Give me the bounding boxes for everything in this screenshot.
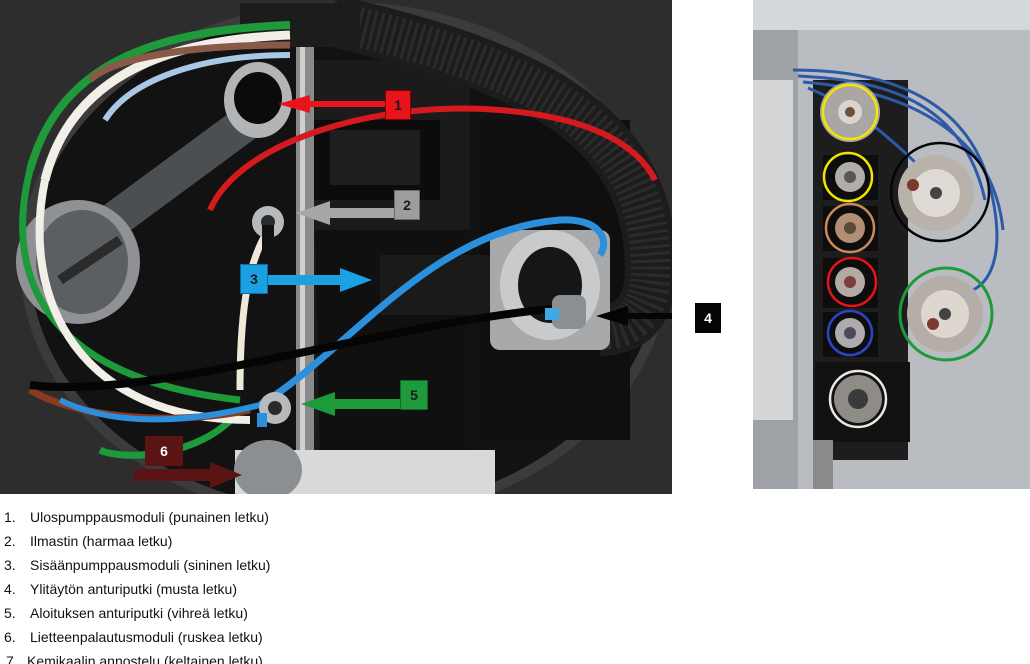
callout-4: 4: [695, 303, 721, 333]
valve-block-illustration: [753, 0, 1030, 489]
legend-text: Ulospumppausmoduli (punainen letku): [30, 509, 269, 525]
legend-item-5: 5. Aloituksen anturiputki (vihreä letku): [0, 601, 700, 625]
valve-block-photo: [753, 0, 1030, 489]
legend-text: Ilmastin (harmaa letku): [30, 533, 173, 549]
legend-item-6: 6. Lietteenpalautusmoduli (ruskea letku): [0, 625, 700, 649]
tank-interior-illustration: [0, 0, 672, 494]
legend-text: Aloituksen anturiputki (vihreä letku): [30, 605, 248, 621]
legend-item-1: 1. Ulospumppausmoduli (punainen letku): [0, 505, 700, 529]
legend-num: 1.: [4, 509, 16, 525]
callout-1: 1: [385, 90, 411, 120]
callout-3: 3: [240, 264, 268, 294]
callout-6: 6: [145, 436, 183, 466]
legend-num: 5.: [4, 605, 16, 621]
legend-text: Kemikaalin annostelu (keltainen letku): [27, 653, 263, 664]
legend-item-2: 2. Ilmastin (harmaa letku): [0, 529, 700, 553]
callout-5: 5: [400, 380, 428, 410]
legend-num: 7.: [6, 653, 18, 664]
legend-num: 6.: [4, 629, 16, 645]
legend-text: Ylitäytön anturiputki (musta letku): [30, 581, 237, 597]
callout-2: 2: [394, 190, 420, 220]
tank-interior-photo: 1 2 3 5 6: [0, 0, 672, 494]
legend-item-3: 3. Sisäänpumppausmoduli (sininen letku): [0, 553, 700, 577]
legend-num: 4.: [4, 581, 16, 597]
legend-list: 1. Ulospumppausmoduli (punainen letku) 2.…: [0, 505, 700, 664]
legend-text: Lietteenpalautusmoduli (ruskea letku): [30, 629, 263, 645]
legend-item-7: 7. Kemikaalin annostelu (keltainen letku): [0, 649, 700, 664]
legend-num: 3.: [4, 557, 16, 573]
legend-num: 2.: [4, 533, 16, 549]
legend-item-4: 4. Ylitäytön anturiputki (musta letku): [0, 577, 700, 601]
legend-text: Sisäänpumppausmoduli (sininen letku): [30, 557, 271, 573]
